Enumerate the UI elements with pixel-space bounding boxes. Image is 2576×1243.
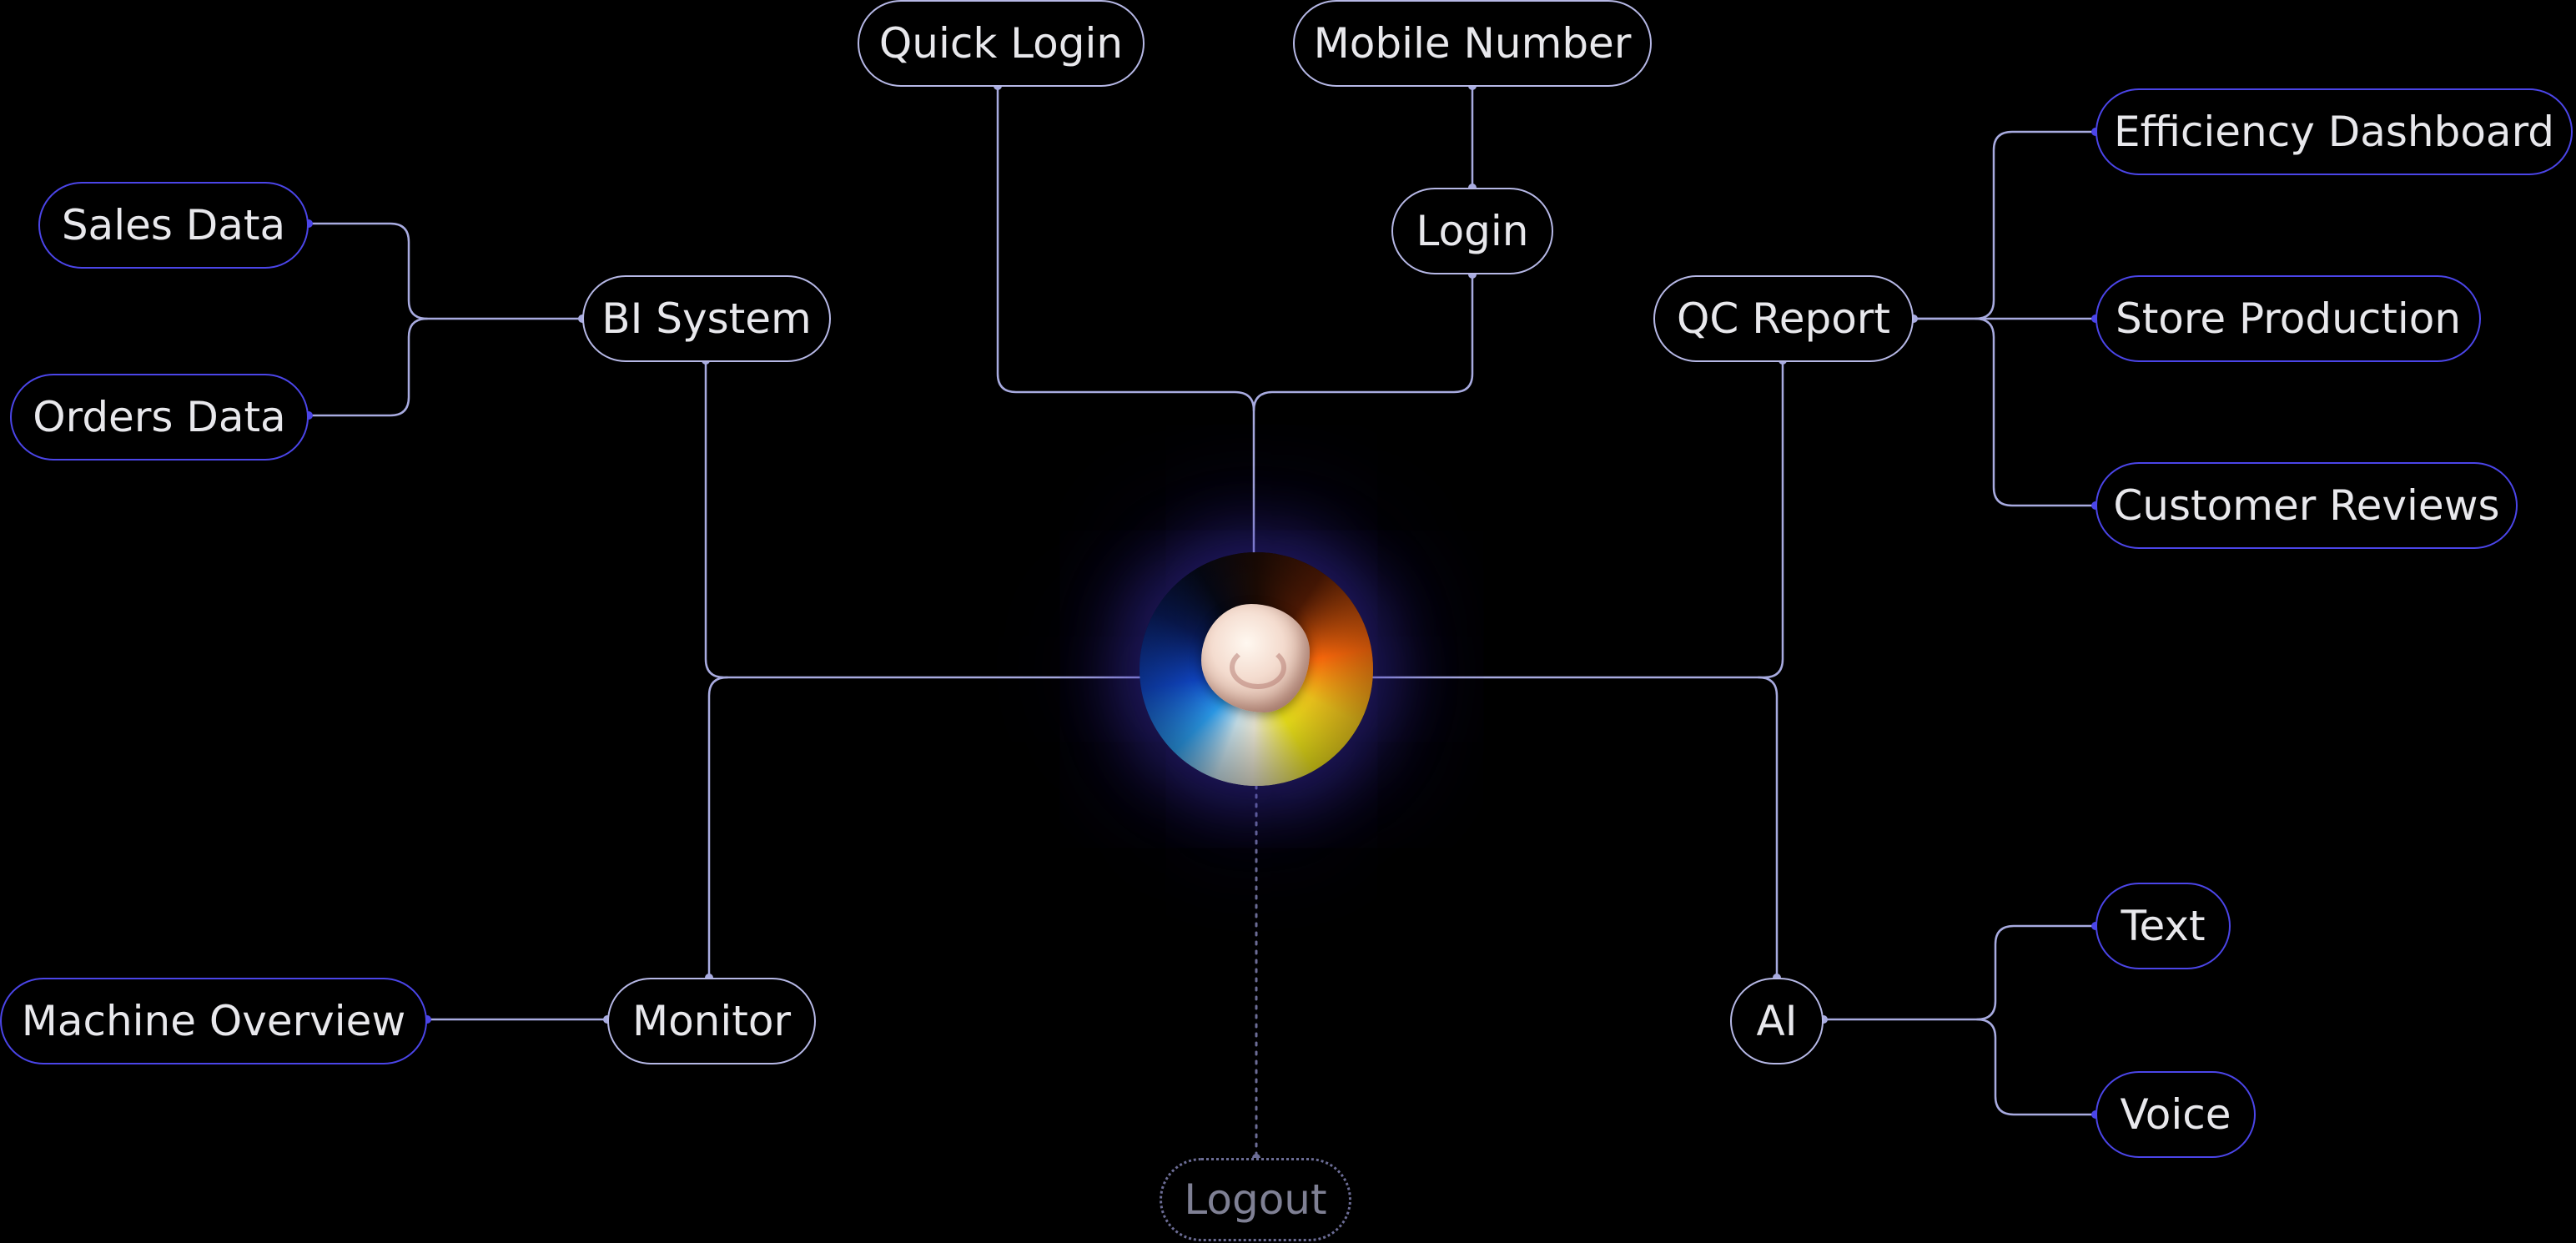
orders-data-node[interactable]: Orders Data	[10, 374, 309, 460]
customer-reviews-node[interactable]: Customer Reviews	[2096, 462, 2518, 549]
quick-login-node[interactable]: Quick Login	[858, 0, 1145, 87]
orders-data-label: Orders Data	[33, 393, 286, 441]
connector-ai	[1757, 676, 1779, 979]
machine-overview-node[interactable]: Machine Overview	[0, 978, 427, 1064]
efficiency-dashboard-node[interactable]: Efficiency Dashboard	[2096, 88, 2573, 175]
machine-overview-label: Machine Overview	[21, 997, 406, 1045]
qc-report-label: QC Report	[1677, 294, 1890, 343]
qc-report-node[interactable]: QC Report	[1653, 275, 1914, 362]
mobile-number-node[interactable]: Mobile Number	[1293, 0, 1652, 87]
connector-customer-reviews	[1974, 317, 2097, 507]
ai-label: AI	[1756, 997, 1798, 1045]
store-production-label: Store Production	[2115, 294, 2462, 343]
sales-data-node[interactable]: Sales Data	[38, 182, 309, 269]
connector-bi-system	[704, 359, 1141, 679]
efficiency-dashboard-label: Efficiency Dashboard	[2113, 108, 2554, 156]
connector-monitor	[707, 676, 729, 979]
connector-voice	[1975, 1018, 2097, 1116]
mobile-number-label: Mobile Number	[1313, 19, 1632, 68]
text-label: Text	[2121, 902, 2206, 950]
voice-node[interactable]: Voice	[2096, 1071, 2256, 1158]
bi-system-node[interactable]: BI System	[582, 275, 831, 362]
store-production-node[interactable]: Store Production	[2096, 275, 2481, 362]
connector-efficiency-dashboard	[1912, 130, 2097, 320]
connector-qc-report	[1371, 359, 1784, 679]
colorful-orb-logo-icon[interactable]	[1140, 552, 1373, 786]
ai-node[interactable]: AI	[1730, 978, 1824, 1064]
voice-label: Voice	[2120, 1090, 2231, 1139]
bi-system-label: BI System	[601, 294, 812, 343]
text-node[interactable]: Text	[2096, 883, 2231, 969]
connector-orders-data	[307, 317, 429, 417]
monitor-label: Monitor	[631, 997, 792, 1045]
login-node[interactable]: Login	[1391, 188, 1553, 274]
hub-blob-logo	[1201, 604, 1310, 712]
customer-reviews-label: Customer Reviews	[2113, 481, 2500, 530]
logout-label: Logout	[1184, 1175, 1327, 1224]
quick-login-label: Quick Login	[878, 19, 1124, 68]
login-label: Login	[1416, 207, 1529, 255]
sales-data-label: Sales Data	[61, 201, 286, 249]
monitor-node[interactable]: Monitor	[607, 978, 816, 1064]
connector-sales-data	[307, 222, 584, 320]
connector-text	[1822, 924, 2097, 1021]
connector-login	[1252, 273, 1474, 412]
connector-quick-login	[996, 84, 1255, 554]
logout-node[interactable]: Logout	[1160, 1158, 1351, 1241]
